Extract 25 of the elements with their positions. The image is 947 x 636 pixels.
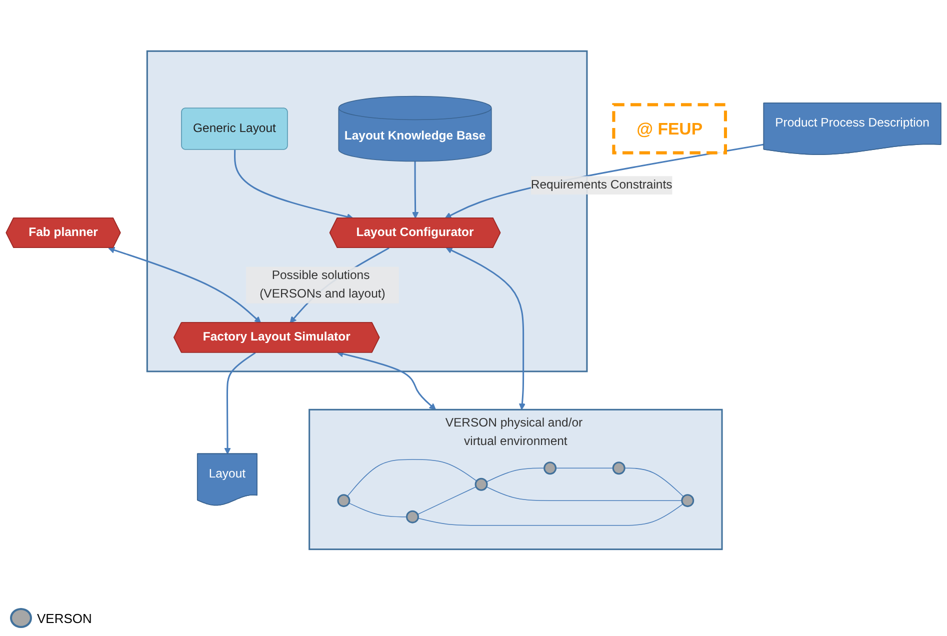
connector (417, 486, 476, 515)
connector (418, 503, 684, 526)
arrow (336, 350, 436, 410)
connector (348, 502, 408, 517)
cluster: VERSON physical and/or virtual environment (308, 408, 723, 550)
node-circle (474, 478, 488, 491)
arrow (444, 143, 764, 218)
node-circle (681, 494, 694, 507)
connector (347, 458, 478, 496)
connector (624, 468, 684, 497)
arrow (234, 150, 354, 220)
connector (486, 486, 682, 501)
legend-label: VERSON (37, 610, 92, 626)
node-circle (612, 461, 626, 474)
arrow (108, 246, 262, 323)
edge-label: Possible solutions (VERSONs and layout) (260, 268, 386, 300)
arrow (446, 247, 526, 410)
node-circle (406, 510, 419, 524)
node-circle (544, 461, 557, 474)
node-box: @ FEUP (612, 102, 727, 154)
node-circle (337, 494, 350, 507)
connector (486, 468, 545, 482)
arrow (224, 352, 256, 454)
arrow (412, 161, 419, 218)
edge-label: Requirements Constraints (530, 178, 672, 192)
